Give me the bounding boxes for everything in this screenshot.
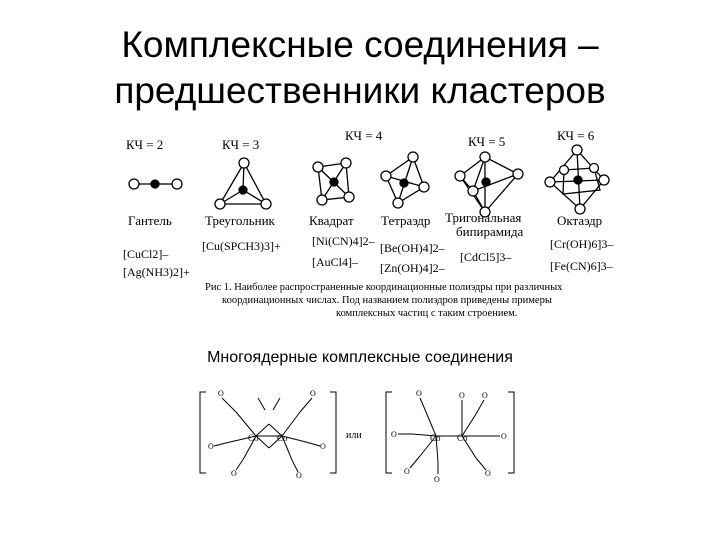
cn-label-2: КЧ = 2	[126, 137, 163, 152]
example-be-oh4: [Be(OH)4]2–	[380, 241, 446, 255]
metal-co-3: Co	[430, 433, 441, 443]
metal-co-1: Co	[248, 433, 259, 443]
ligand-o-9: O	[404, 467, 410, 476]
octahedron-diagram	[544, 144, 610, 215]
ligand-o-2: O	[310, 389, 316, 398]
or-label: или	[346, 430, 362, 441]
ligand-o-13: O	[501, 432, 507, 441]
ligand-o-7: O	[416, 389, 422, 398]
cn-label-5: КЧ = 5	[468, 134, 505, 149]
example-cr-oh6: [Cr(OH)6]3–	[550, 237, 614, 251]
bipyramid-diagram	[454, 151, 524, 218]
example-ag-nh3: [Ag(NH3)2]+	[123, 265, 190, 279]
shape-name-triangle: Треугольник	[205, 213, 276, 228]
ligand-o-11: O	[482, 391, 488, 400]
structure-bridged	[199, 391, 337, 474]
metal-co-4: Co	[457, 433, 468, 443]
slide-title: Комплексные соединения – предшественники…	[0, 22, 720, 114]
example-zn-oh4: [Zn(OH)4]2–	[380, 261, 446, 275]
example-cu-sph3: [Cu(SPCH3)3]+	[202, 239, 281, 253]
caption-line-1: Рис 1. Наиболее распространенные координ…	[205, 282, 563, 293]
dumbbell-diagram	[128, 178, 183, 190]
ligand-o-6: O	[296, 471, 302, 480]
example-cucl2: [CuCl2]–	[123, 247, 169, 261]
caption-line-2: координационных числах. Под названием по…	[222, 295, 552, 306]
caption-line-3: комплексных частиц с таким строением.	[336, 308, 517, 319]
shape-name-square: Квадрат	[309, 213, 354, 228]
triangle-diagram	[214, 157, 272, 210]
cn-label-4: КЧ = 4	[345, 128, 383, 143]
title-line-2: предшественники кластеров	[114, 70, 606, 111]
ligand-o-10: O	[434, 475, 440, 484]
ligand-o-5: O	[231, 469, 237, 478]
shape-name-tetrahedron: Тетраэдр	[381, 213, 430, 228]
ligand-o-8: O	[391, 430, 397, 439]
example-cdcl5: [CdCl5]3–	[460, 250, 512, 264]
square-diagram	[312, 157, 355, 206]
shape-name-bipyramid-1: Тригональная	[445, 210, 521, 225]
shape-name-dumbbell: Гантель	[128, 213, 172, 228]
cn-label-3: КЧ = 3	[222, 137, 259, 152]
example-ni-cn4: [Ni(CN)4]2–	[312, 234, 376, 248]
unbridged-ligand-labels: O O O O O O O O	[391, 389, 507, 484]
ligand-o-3: O	[208, 442, 214, 451]
shape-name-bipyramid-2: бипирамида	[456, 224, 524, 239]
metal-co-2: Co	[277, 433, 288, 443]
structure-unbridged	[385, 391, 515, 474]
bridged-ligand-labels: O O O O O O	[208, 389, 326, 480]
title-line-1: Комплексные соединения –	[121, 24, 599, 65]
ligand-o-12: O	[459, 391, 465, 400]
example-fe-cn6: [Fe(CN)6]3–	[550, 259, 614, 273]
ligand-o-4: O	[320, 442, 326, 451]
ligand-o-1: O	[218, 389, 224, 398]
cn-label-6: КЧ = 6	[557, 128, 595, 143]
subtitle: Многоядерные комплексные соединения	[207, 349, 513, 366]
shape-name-octahedron: Октаэдр	[557, 213, 602, 228]
example-aucl4: [AuCl4]–	[312, 255, 359, 269]
ligand-o-14: O	[485, 469, 491, 478]
tetrahedron-diagram	[380, 151, 430, 209]
